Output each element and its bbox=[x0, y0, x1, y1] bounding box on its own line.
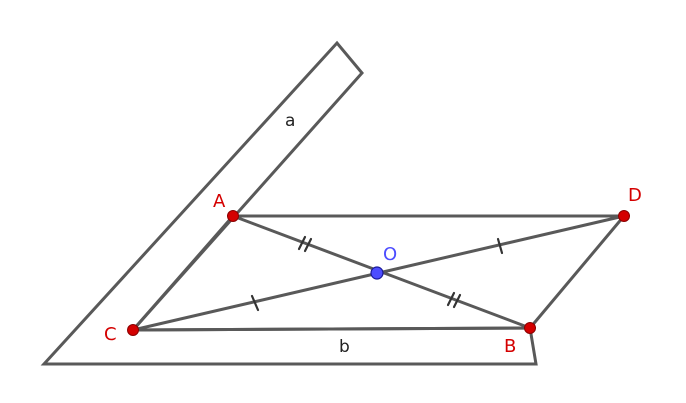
label-c: C bbox=[104, 324, 117, 345]
label-a: A bbox=[213, 191, 226, 212]
point-c[interactable] bbox=[127, 324, 139, 336]
label-d: D bbox=[628, 185, 642, 206]
segment-cb bbox=[131, 326, 532, 332]
tick-mark-od bbox=[496, 237, 504, 255]
point-d[interactable] bbox=[618, 210, 630, 222]
point-b[interactable] bbox=[524, 322, 536, 334]
point-a[interactable] bbox=[227, 210, 239, 222]
tick-marks-ob bbox=[446, 291, 462, 309]
point-o[interactable] bbox=[370, 266, 384, 280]
label-ruler-b: b bbox=[339, 337, 350, 357]
ruler-outline bbox=[40, 40, 538, 366]
segment-db bbox=[528, 214, 626, 330]
label-ruler-a: a bbox=[285, 111, 295, 131]
segment-ca bbox=[131, 214, 235, 332]
label-o: O bbox=[383, 244, 397, 265]
tick-mark-co bbox=[250, 294, 260, 312]
tick-marks-ao bbox=[297, 235, 313, 253]
label-b: B bbox=[504, 336, 516, 357]
